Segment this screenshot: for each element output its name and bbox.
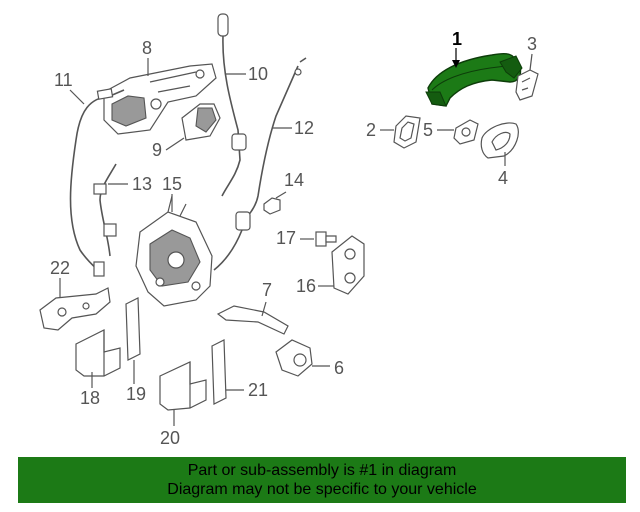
callout-2: 2 [366,120,376,140]
callout-7: 7 [262,280,272,300]
part-4-handle-bezel[interactable] [480,122,519,159]
callout-20: 20 [160,428,180,448]
callout-12: 12 [294,118,314,138]
part-12-rod[interactable] [213,57,307,271]
callout-1: 1 [452,29,462,49]
callout-8: 8 [142,38,152,58]
part-18-hinge[interactable] [75,329,121,377]
part-15-door-latch[interactable] [135,195,213,307]
banner-line-1: Part or sub-assembly is #1 in diagram [187,462,457,479]
callout-21: 21 [248,380,268,400]
part-10-rod[interactable] [217,13,247,197]
part-20-hinge[interactable] [159,361,207,411]
part-5-clip[interactable] [453,119,479,145]
part-14-clip[interactable] [263,197,281,215]
part-2-gasket[interactable] [393,115,421,149]
part-19-hinge-plate[interactable] [125,297,141,361]
callout-13: 13 [132,174,152,194]
callout-16: 16 [296,276,316,296]
callout-3: 3 [527,34,537,54]
part-11-cable[interactable] [69,88,125,277]
part-22-hinge[interactable] [39,287,111,331]
callout-15: 15 [162,174,182,194]
part-21-hinge-plate[interactable] [211,339,227,405]
banner-line-2: Diagram may not be specific to your vehi… [167,481,477,498]
callout-18: 18 [80,388,100,408]
callout-11: 11 [54,70,73,90]
part-8-handle-bracket[interactable] [103,63,217,135]
fitment-notice-banner: Part or sub-assembly is #1 in diagram Di… [18,457,626,503]
callout-4: 4 [498,168,508,188]
part-1-door-handle[interactable] [425,53,523,107]
part-16-striker[interactable] [331,235,365,295]
callout-19: 19 [126,384,146,404]
callout-9: 9 [152,140,162,160]
callout-22: 22 [50,258,70,278]
arrow-1-icon [452,60,460,68]
part-7-check-strap[interactable] [216,305,289,335]
part-6-bracket[interactable] [275,339,313,377]
callout-6: 6 [334,358,344,378]
part-3-handle-cap[interactable] [515,69,539,101]
part-9-cover[interactable] [181,103,221,141]
parts-diagram: 1 3 2 5 4 8 9 [39,13,539,448]
callout-14: 14 [284,170,304,190]
callout-10: 10 [248,64,268,84]
part-13-cable[interactable] [93,163,117,257]
callout-5: 5 [423,120,433,140]
part-17-bolt[interactable] [315,231,337,247]
callout-17: 17 [276,228,296,248]
